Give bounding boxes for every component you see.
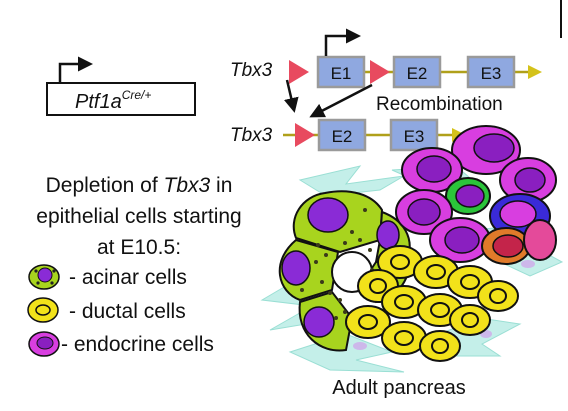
endocrine-cell xyxy=(395,189,453,235)
loxp-site-icon xyxy=(295,123,315,147)
exon-e2-label: E2 xyxy=(407,64,428,83)
depletion-description: Depletion of Tbx3 in epithelial cells st… xyxy=(36,174,241,259)
description-line-2: epithelial cells starting xyxy=(36,205,241,228)
exon-e3-label: E3 xyxy=(481,64,502,83)
ductal-cell-icon xyxy=(27,297,59,323)
allele-end-arrow-icon xyxy=(528,65,542,79)
exon-e3 xyxy=(466,55,516,89)
endocrine-cell xyxy=(451,125,521,175)
ductal-cell xyxy=(345,305,391,339)
endocrine-cell xyxy=(499,157,557,203)
adult-pancreas-caption: Adult pancreas xyxy=(332,377,465,399)
ductal-cells xyxy=(345,245,519,362)
recombination-arrow-icon xyxy=(283,79,299,113)
legend-acinar-label: - acinar cells xyxy=(69,266,187,289)
exon-e1 xyxy=(316,55,366,89)
ductal-cell xyxy=(419,330,461,362)
description-line-1: Depletion of Tbx3 in xyxy=(46,174,233,197)
endocrine-cell xyxy=(429,217,491,263)
endocrine-cell-icon xyxy=(28,331,60,357)
recombination-arrow-icon xyxy=(309,83,373,118)
recombination-label: Recombination xyxy=(376,94,503,115)
description-line-3: at E10.5: xyxy=(97,236,181,259)
ptf1a-cre-construct: Ptf1aCre/+ xyxy=(46,56,196,116)
recombination-arrows xyxy=(283,79,373,118)
exon-e1-label: E1 xyxy=(331,64,352,83)
pancreas-illustration xyxy=(260,125,564,373)
ptf1a-box xyxy=(46,82,196,116)
ductal-cell xyxy=(377,245,423,279)
promoter-arrow-icon xyxy=(58,56,93,84)
loxp-site-icon xyxy=(289,60,309,84)
tbx3-recombined-allele: Tbx3 E2 E3 xyxy=(230,118,466,152)
ductal-cell xyxy=(477,280,519,312)
exon-e2-label: E2 xyxy=(332,127,353,146)
ptf1a-label: Ptf1aCre/+ xyxy=(75,88,151,113)
legend-ductal-label: - ductal cells xyxy=(69,300,186,323)
endocrine-cell xyxy=(401,147,463,193)
endocrine-cell xyxy=(523,219,557,261)
loxp-site-icon xyxy=(370,60,390,84)
tbx3-bottom-label: Tbx3 xyxy=(230,125,273,146)
edge-divider xyxy=(560,0,562,38)
exon-e2 xyxy=(392,55,442,89)
ptf1a-gene: Ptf1a xyxy=(75,91,122,113)
exon-e2 xyxy=(317,118,367,152)
transcription-start-arrow-icon xyxy=(324,28,361,56)
acinar-cell-icon xyxy=(28,264,60,290)
ductal-cell xyxy=(381,321,427,355)
exon-e3 xyxy=(389,118,439,152)
exon-e3-label: E3 xyxy=(404,127,425,146)
endocrine-cluster xyxy=(395,125,557,265)
tbx3-floxed-allele: Tbx3 E1 E2 E3 xyxy=(230,28,542,89)
endocrine-cell xyxy=(445,177,491,215)
ductal-cell xyxy=(413,255,459,289)
tbx3-top-label: Tbx3 xyxy=(230,60,273,81)
ptf1a-superscript: Cre/+ xyxy=(122,88,152,102)
legend-endocrine-label: - endocrine cells xyxy=(61,333,214,356)
endocrine-cell xyxy=(481,227,531,265)
endocrine-cell xyxy=(489,193,551,239)
cell-type-legend: - acinar cells - ductal cells - endocrin… xyxy=(27,264,214,357)
ductal-cell xyxy=(449,304,491,336)
